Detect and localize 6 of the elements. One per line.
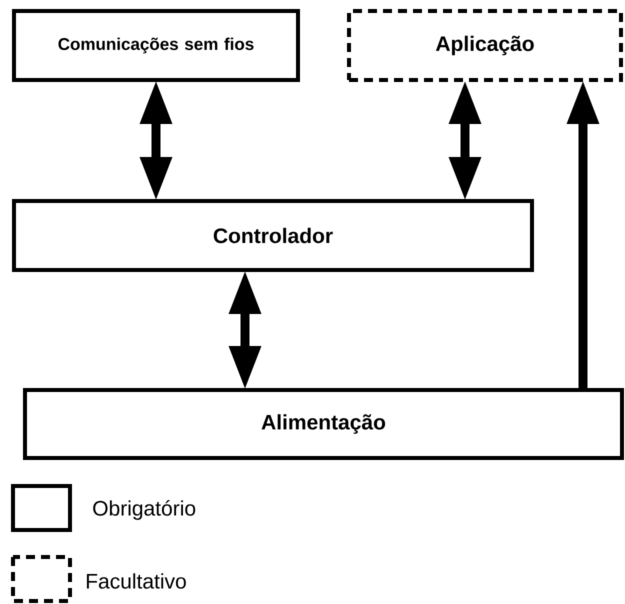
box: Controlador	[12, 199, 534, 272]
legend-label: Obrigatório	[93, 500, 196, 520]
box: Comunicações sem fios	[12, 9, 300, 82]
box: Alimentação	[23, 388, 624, 460]
dashed-box: Aplicação	[347, 9, 623, 82]
legend-label: Facultativo	[86, 573, 186, 589]
